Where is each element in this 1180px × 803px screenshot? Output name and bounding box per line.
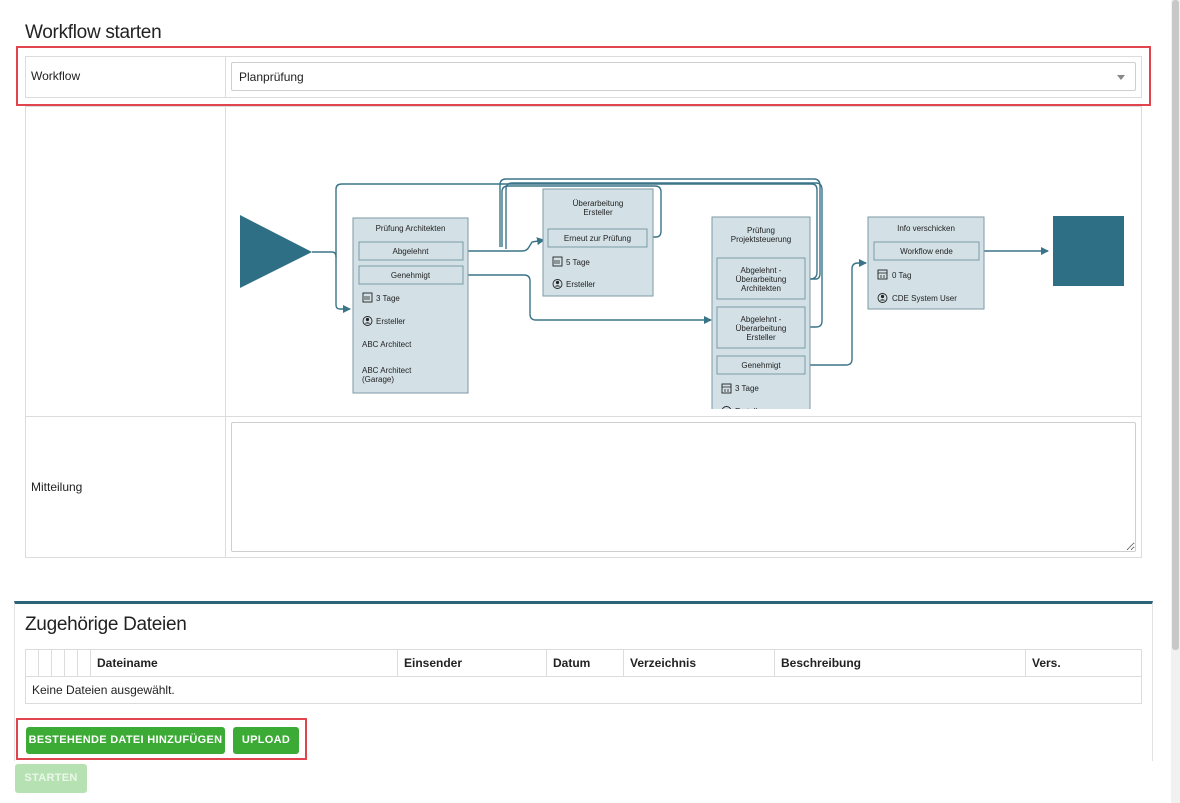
files-panel (14, 601, 1153, 761)
edge-abgelehnt-to-ueberarbeitung (463, 237, 545, 252)
node-architekten-title: Prüfung Architekten (376, 224, 446, 233)
svg-text:Ersteller: Ersteller (746, 333, 776, 342)
user-icon (552, 279, 563, 289)
action-column-4 (77, 649, 91, 677)
svg-text:Ersteller: Ersteller (376, 317, 406, 326)
message-label: Mitteilung (31, 480, 83, 494)
select-column (25, 649, 39, 677)
files-table-header: Dateiname Einsender Datum Verzeichnis Be… (25, 649, 1142, 677)
svg-text:5 Tage: 5 Tage (566, 258, 590, 267)
files-table: Dateiname Einsender Datum Verzeichnis Be… (25, 649, 1142, 704)
svg-text:Überarbeitung: Überarbeitung (736, 324, 787, 333)
svg-text:ABC Architect: ABC Architect (362, 366, 412, 375)
col-beschreibung[interactable]: Beschreibung (774, 649, 1026, 677)
svg-text:Genehmigt: Genehmigt (391, 271, 431, 280)
edge-start-to-architekten (312, 251, 351, 313)
col-datum[interactable]: Datum (546, 649, 624, 677)
svg-text:Info verschicken: Info verschicken (897, 224, 955, 233)
projektsteuerung-genehmigt-button[interactable] (716, 355, 806, 375)
message-label-cell (25, 416, 226, 558)
user-icon (721, 406, 732, 409)
col-einsender[interactable]: Einsender (397, 649, 547, 677)
architekten-abgelehnt-button[interactable] (358, 241, 464, 261)
edge-genehmigt-to-info (806, 259, 867, 366)
workflow-select[interactable]: Planprüfung (231, 62, 1136, 91)
svg-text:3 Tage: 3 Tage (376, 294, 400, 303)
svg-text:Abgelehnt: Abgelehnt (392, 247, 429, 256)
calendar-icon (552, 256, 563, 267)
message-textarea[interactable] (231, 422, 1136, 552)
action-column-2 (51, 649, 65, 677)
user-icon (877, 293, 888, 303)
diagram-label-cell (25, 106, 226, 417)
col-dateiname[interactable]: Dateiname (90, 649, 398, 677)
svg-text:Abgelehnt -: Abgelehnt - (741, 266, 782, 275)
svg-text:Prüfung: Prüfung (747, 226, 775, 235)
abgelehnt-ueberarbeitung-ersteller-button[interactable] (716, 306, 806, 349)
highlight-file-buttons (16, 718, 307, 760)
page-title: Workflow starten (25, 22, 162, 43)
edge-genehmigt-to-projektsteuerung (463, 274, 712, 324)
svg-text:Überarbeitung: Überarbeitung (736, 275, 787, 284)
svg-text:Überarbeitung: Überarbeitung (573, 199, 624, 208)
architekten-genehmigt-button[interactable] (358, 265, 464, 285)
highlight-workflow-row (16, 46, 1151, 106)
workflow-ende-button[interactable] (873, 241, 980, 261)
workflow-diagram: Prüfung Architekten Abgelehnt Genehmigt … (240, 178, 1124, 409)
edge-loop-upper (499, 178, 821, 280)
add-existing-file-button[interactable]: BESTEHENDE DATEI HINZUFÜGEN (26, 727, 225, 754)
workflow-select-value: Planprüfung (239, 70, 304, 84)
svg-text:Architekten: Architekten (741, 284, 781, 293)
upload-button[interactable]: UPLOAD (233, 727, 299, 754)
svg-text:(Garage): (Garage) (362, 375, 394, 384)
end-square-icon (1053, 216, 1124, 286)
workflow-label: Workflow (31, 69, 81, 83)
scrollbar-thumb[interactable] (1172, 0, 1179, 650)
node-pruefung-architekten: Prüfung Architekten Abgelehnt Genehmigt … (352, 217, 469, 394)
edge-loop-to-architekten (335, 183, 818, 280)
svg-text:Workflow ende: Workflow ende (900, 247, 953, 256)
svg-text:Ersteller: Ersteller (735, 407, 765, 409)
start-triangle-icon (240, 215, 312, 288)
empty-text: Keine Dateien ausgewählt. (25, 676, 1142, 704)
files-title: Zugehörige Dateien (25, 614, 187, 635)
erneut-zur-pruefung-button[interactable] (547, 228, 648, 248)
svg-text:ABC Architect: ABC Architect (362, 340, 412, 349)
svg-text:3 Tage: 3 Tage (735, 384, 759, 393)
calendar-icon (362, 292, 373, 303)
action-column-1 (38, 649, 52, 677)
calendar-icon (877, 269, 888, 280)
col-vers[interactable]: Vers. (1025, 649, 1142, 677)
svg-text:Ersteller: Ersteller (566, 280, 596, 289)
col-verzeichnis[interactable]: Verzeichnis (623, 649, 775, 677)
svg-text:0 Tag: 0 Tag (892, 271, 911, 280)
svg-text:Erneut zur Prüfung: Erneut zur Prüfung (564, 234, 631, 243)
start-button[interactable]: STARTEN (15, 764, 87, 793)
chevron-down-icon (1117, 75, 1125, 80)
edge-erneut-loop (501, 185, 662, 247)
node-info-verschicken: Info verschicken Workflow ende 0 Tag CDE… (867, 216, 985, 310)
node-pruefung-projektsteuerung: Prüfung Projektsteuerung Abgelehnt - Übe… (711, 216, 811, 409)
node-ueberarbeitung-ersteller: Überarbeitung Ersteller Erneut zur Prüfu… (542, 188, 654, 297)
svg-text:Abgelehnt -: Abgelehnt - (741, 315, 782, 324)
action-column-3 (64, 649, 78, 677)
svg-text:Genehmigt: Genehmigt (741, 361, 781, 370)
user-icon (362, 316, 373, 326)
calendar-icon (721, 383, 732, 394)
svg-text:CDE System User: CDE System User (892, 294, 957, 303)
svg-text:Projektsteuerung: Projektsteuerung (731, 235, 791, 244)
svg-text:Ersteller: Ersteller (583, 208, 613, 217)
abgelehnt-ueberarbeitung-architekten-button[interactable] (716, 257, 806, 300)
edge-loop-ersteller (505, 182, 823, 328)
table-row: Keine Dateien ausgewählt. (25, 676, 1142, 704)
workflow-label-cell (25, 56, 226, 98)
